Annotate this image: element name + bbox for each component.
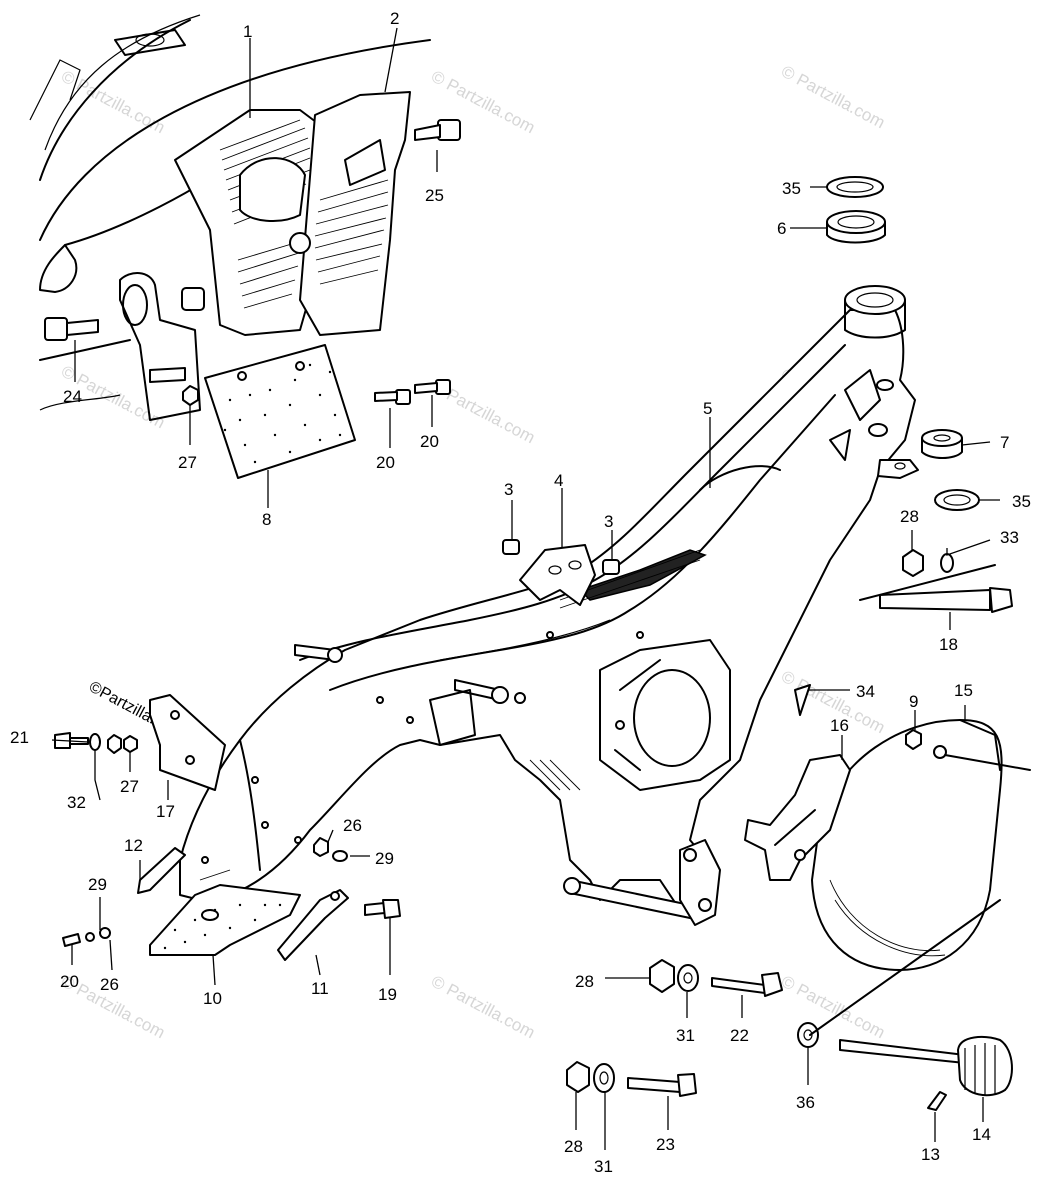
- part-32-washer: [89, 733, 101, 751]
- callout-6: 6: [777, 219, 786, 238]
- callout-8: 8: [262, 510, 271, 529]
- part-12-mudflap: [137, 847, 186, 894]
- part-8-pad: [204, 344, 356, 479]
- callout-26: 26: [343, 816, 362, 835]
- callout-32: 32: [67, 793, 86, 812]
- callout-17: 17: [156, 802, 175, 821]
- part-16-bracket: [744, 754, 851, 881]
- part-26-29-nuts: [313, 837, 348, 862]
- callout-18: 18: [939, 635, 958, 654]
- part-33-washer: [940, 553, 954, 573]
- callout-31: 31: [676, 1026, 695, 1045]
- callout-27: 27: [178, 453, 197, 472]
- part-11-stay: [277, 889, 349, 961]
- callout-26: 26: [100, 975, 119, 994]
- callout-7: 7: [1000, 433, 1009, 452]
- part-22-bolt: [711, 972, 783, 997]
- callout-28: 28: [564, 1137, 583, 1156]
- part-7-cone: [921, 429, 963, 459]
- part-31-washer-bottom: [593, 1063, 615, 1093]
- part-28-nut-right: [902, 549, 924, 577]
- tank-area-drawing: [29, 14, 431, 421]
- part-10-mudguard: [149, 884, 301, 956]
- callout-24: 24: [63, 387, 82, 406]
- callout-34: 34: [856, 682, 875, 701]
- callout-35: 35: [782, 179, 801, 198]
- watermark: © Partzilla.com: [778, 62, 888, 133]
- part-17-license-bracket: [149, 694, 226, 791]
- callout-19: 19: [378, 985, 397, 1004]
- callout-4: 4: [554, 471, 563, 490]
- callout-20: 20: [376, 453, 395, 472]
- part-34-cotter-pin: [794, 684, 811, 716]
- callout-1: 1: [243, 22, 252, 41]
- part-14-knob-bolt: [809, 899, 1013, 1097]
- part-31-washer-center: [677, 964, 699, 992]
- part-28-nut-bottom: [566, 1061, 590, 1093]
- callout-28: 28: [900, 507, 919, 526]
- callout-36: 36: [796, 1093, 815, 1112]
- part-35-ball-race-bottom: [934, 489, 980, 511]
- callout-16: 16: [830, 716, 849, 735]
- callout-14: 14: [972, 1125, 991, 1144]
- callout-3: 3: [604, 512, 613, 531]
- callout-23: 23: [656, 1135, 675, 1154]
- part-4-bracket: [519, 544, 596, 606]
- callout-31: 31: [594, 1157, 613, 1176]
- callout-35: 35: [1012, 492, 1031, 511]
- watermark: © Partzilla.com: [58, 67, 168, 138]
- part-3-bolts: [502, 539, 620, 575]
- leader-lines: [51, 27, 1000, 1150]
- part-27-nut-left: [107, 734, 138, 754]
- callout-22: 22: [730, 1026, 749, 1045]
- callout-15: 15: [954, 681, 973, 700]
- part-25-bolt: [414, 119, 461, 141]
- callout-3: 3: [504, 480, 513, 499]
- callout-12: 12: [124, 836, 143, 855]
- callout-29: 29: [375, 849, 394, 868]
- callout-27: 27: [120, 777, 139, 796]
- part-20-29-26-small: [62, 927, 111, 947]
- part-35-ball-race-top: [826, 176, 884, 198]
- callout-10: 10: [203, 989, 222, 1008]
- part-20-screws: [374, 379, 451, 405]
- callout-25: 25: [425, 186, 444, 205]
- part-18-bolt: [859, 564, 1013, 613]
- callout-labels: 1 2 3 3 4 5 6 7 8 9 10 11 12 13 14 15 16…: [10, 9, 1031, 1176]
- part-19-bolt: [364, 899, 401, 919]
- part-24-bolt: [44, 317, 99, 341]
- watermark: © Partzilla.com: [428, 972, 538, 1043]
- part-23-bolt: [627, 1073, 697, 1097]
- callout-21: 21: [10, 728, 29, 747]
- part-9-nut: [905, 729, 922, 750]
- callout-2: 2: [390, 9, 399, 28]
- callout-11: 11: [311, 979, 329, 998]
- callout-9: 9: [909, 692, 918, 711]
- part-28-nut-center: [649, 959, 675, 993]
- part-13-pin: [927, 1091, 947, 1111]
- callout-20: 20: [60, 972, 79, 991]
- part-36-grommet: [797, 1022, 819, 1048]
- callout-29: 29: [88, 875, 107, 894]
- callout-5: 5: [703, 399, 712, 418]
- part-6-bearing-cone: [826, 210, 886, 244]
- part-5-frame: [179, 285, 919, 926]
- callout-20: 20: [420, 432, 439, 451]
- part-27-nut: [182, 385, 199, 406]
- part-15-side-cover: [811, 719, 1031, 971]
- watermark: © Partzilla.com: [778, 972, 888, 1043]
- callout-28: 28: [575, 972, 594, 991]
- callout-13: 13: [921, 1145, 940, 1164]
- callout-33: 33: [1000, 528, 1019, 547]
